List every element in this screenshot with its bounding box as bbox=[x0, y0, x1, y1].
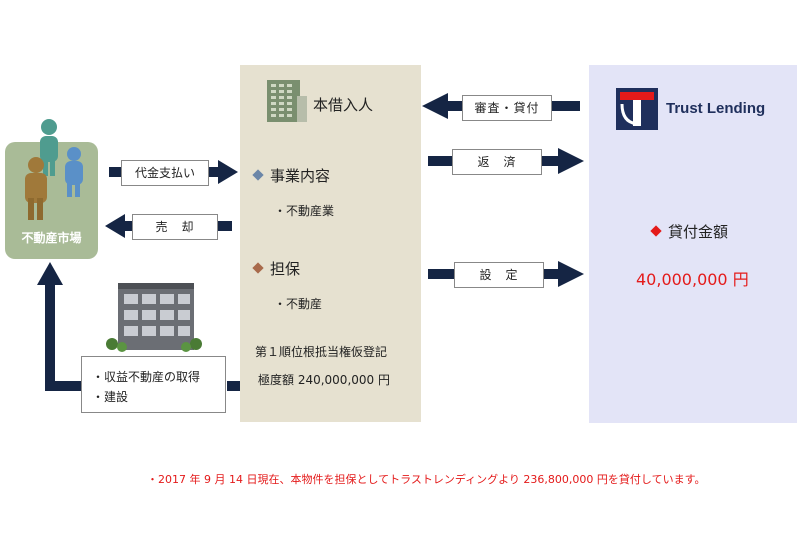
footnote: ・2017 年 9 月 14 日現在、本物件を担保としてトラストレンディングより… bbox=[147, 473, 706, 486]
acquisition-line2: ・建設 bbox=[92, 390, 129, 404]
business-heading: 事業内容 bbox=[270, 167, 331, 185]
loan-heading: 貸付金額 bbox=[668, 223, 729, 241]
registration-line1: 第１順位根抵当権仮登記 bbox=[255, 345, 388, 359]
collateral-heading-row: 担保 bbox=[252, 258, 301, 279]
brown-diamond-icon bbox=[252, 261, 264, 274]
red-diamond-icon bbox=[650, 224, 662, 237]
apartment-building-icon bbox=[106, 283, 202, 352]
people-icon bbox=[25, 119, 83, 220]
arrow-acquisition bbox=[37, 262, 240, 391]
loan-heading-row: 貸付金額 bbox=[650, 221, 729, 242]
blue-diamond-icon bbox=[252, 168, 264, 181]
acquisition-box: ・収益不動産の取得 ・建設 bbox=[81, 356, 226, 413]
business-item: ・不動産業 bbox=[274, 204, 335, 218]
trust-lending-logo-icon bbox=[616, 88, 658, 130]
borrower-panel bbox=[240, 65, 421, 422]
collateral-item: ・不動産 bbox=[274, 297, 323, 311]
borrower-title: 本借入人 bbox=[313, 96, 374, 114]
business-heading-row: 事業内容 bbox=[252, 165, 331, 186]
payment-tag: 代金支払い bbox=[121, 160, 209, 186]
sale-tag: 売 却 bbox=[132, 214, 218, 240]
loan-amount: 40,000,000 円 bbox=[636, 270, 749, 289]
review-loan-tag: 審査・貸付 bbox=[462, 95, 552, 121]
trust-lending-logo-text: Trust Lending bbox=[666, 100, 766, 117]
registration-line2: 極度額 240,000,000 円 bbox=[258, 373, 390, 387]
office-building-icon bbox=[267, 80, 307, 122]
collateral-heading: 担保 bbox=[270, 260, 301, 278]
acquisition-line1: ・収益不動産の取得 bbox=[92, 370, 201, 384]
repayment-tag: 返 済 bbox=[452, 149, 542, 175]
setting-tag: 設 定 bbox=[454, 262, 544, 288]
market-label: 不動産市場 bbox=[21, 231, 82, 245]
